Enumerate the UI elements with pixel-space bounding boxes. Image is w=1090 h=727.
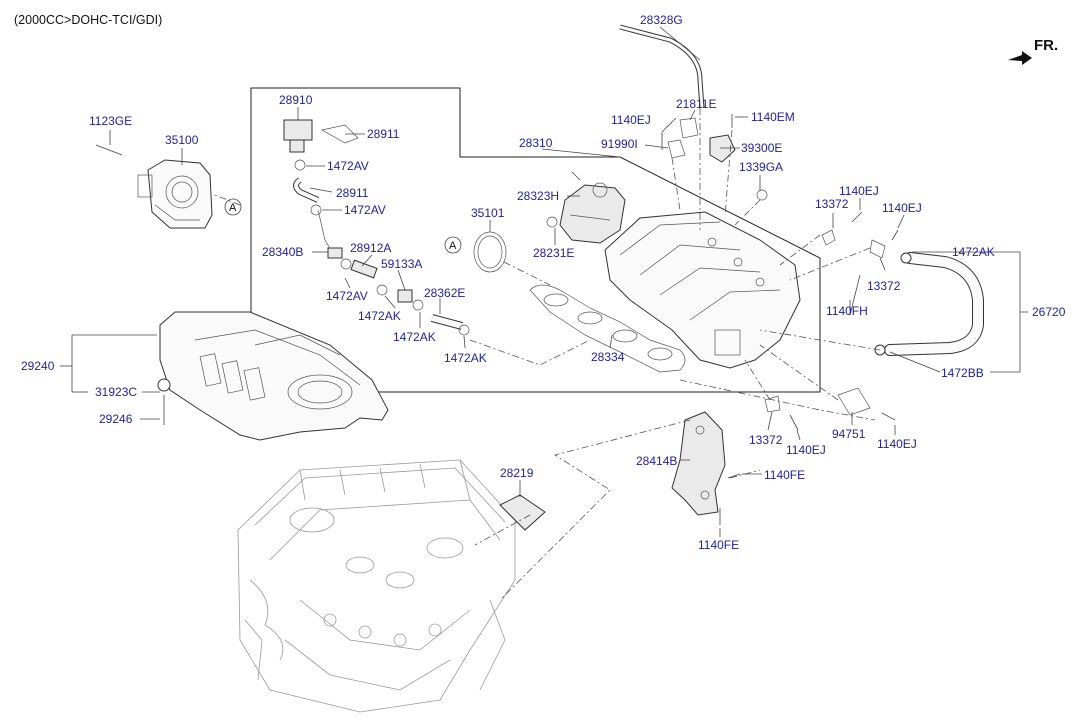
part-label[interactable]: 1472AK [393,330,436,344]
part-label[interactable]: 1140EJ [882,201,922,215]
part-label[interactable]: 28911 [336,186,369,200]
part-label[interactable]: 1140EM [751,110,795,124]
bolt-icon [95,114,899,525]
part-label[interactable]: 59133A [381,257,422,271]
front-label: FR. [1034,37,1058,54]
throttle-body-drawing [137,159,213,229]
part-label[interactable]: 29240 [21,359,55,373]
engine-cover-drawing [159,311,389,441]
intake-manifold-drawing [604,211,801,369]
part-label[interactable]: 39300E [741,141,782,155]
part-label[interactable]: 1140FE [764,468,805,482]
part-label[interactable]: 26720 [1032,305,1066,319]
svg-text:A: A [229,202,237,214]
part-label[interactable]: 1140EJ [786,443,826,457]
vacuum-valve-drawing [283,119,464,330]
part-label[interactable]: 28362E [424,286,465,300]
actuator-drawing [559,182,626,244]
heat-shield-drawing [499,494,546,531]
part-label[interactable]: 91990I [601,137,638,151]
part-label[interactable]: 28328G [640,13,683,27]
part-label[interactable]: 1123GE [89,114,132,128]
part-label[interactable]: 1472AK [952,245,995,259]
intake-gasket-drawing [529,284,686,373]
reference-marker-a-right: A [224,198,242,216]
part-label[interactable]: 13372 [867,279,901,293]
part-label[interactable]: 1140FH [826,304,868,318]
part-label[interactable]: 1140EJ [611,113,651,127]
part-label[interactable]: 28414B [636,454,677,468]
part-label[interactable]: 1472AV [327,159,369,173]
part-label[interactable]: 1140EJ [839,184,879,198]
part-label[interactable]: 28334 [591,350,625,364]
part-label[interactable]: 28310 [519,136,553,150]
part-label[interactable]: 1472BB [941,366,984,380]
front-direction-indicator: FR. [1008,37,1058,65]
part-label[interactable]: 28219 [500,466,534,480]
part-labels: 28328G 28910 28911 1472AV 28911 1472AV 2… [21,13,1066,552]
part-label[interactable]: 1140FE [698,538,739,552]
part-label[interactable]: 28912A [350,241,391,255]
part-label[interactable]: 1472AK [444,351,487,365]
svg-text:A: A [449,240,457,252]
reference-marker-a-left: A [444,236,462,254]
part-label[interactable]: 35101 [471,206,505,220]
part-label[interactable]: 21811E [676,97,716,111]
leader-lines [60,26,1028,537]
engine-spec-header: (2000CC>DOHC-TCI/GDI) [14,13,162,27]
part-label[interactable]: 28231E [533,246,574,260]
part-label[interactable]: 28910 [279,93,313,107]
part-label[interactable]: 94751 [832,427,866,441]
part-label[interactable]: 1472AV [344,203,386,217]
part-label[interactable]: 13372 [749,433,783,447]
bracket-drawing [671,411,726,516]
part-label[interactable]: 13372 [815,197,849,211]
part-label[interactable]: 29246 [99,412,133,426]
clamp-icon [294,117,886,416]
part-label[interactable]: 28911 [367,127,400,141]
hose-drawing [874,252,984,356]
cylinder-head-drawing [237,459,516,713]
part-label[interactable]: 1472AK [358,309,401,323]
part-label[interactable]: 31923C [95,385,137,399]
part-label[interactable]: 1339GA [739,160,783,174]
part-label[interactable]: 1140EJ [877,437,917,451]
part-label[interactable]: 35100 [165,133,199,147]
dashed-connection-lines [214,108,881,601]
gasket-icon [473,231,507,273]
part-label[interactable]: 28323H [517,189,559,203]
part-label[interactable]: 1472AV [326,289,368,303]
arrow-icon [1008,51,1032,65]
part-label[interactable]: 28340B [262,245,303,259]
